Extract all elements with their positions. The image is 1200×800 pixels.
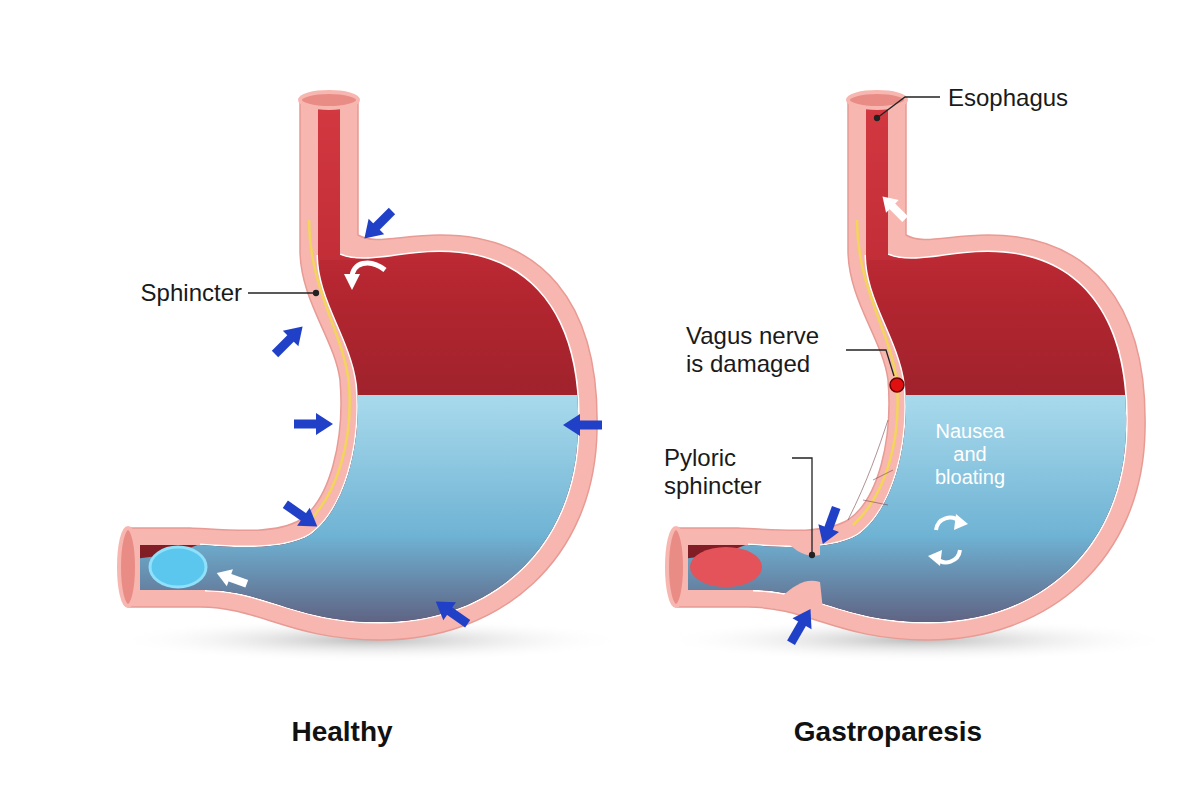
- reflux-arrow: [876, 190, 911, 225]
- part-label: Esophagus: [948, 84, 1108, 112]
- panel-caption: Gastroparesis: [738, 716, 1038, 748]
- part-label: Pyloric sphincter: [664, 444, 788, 499]
- food-bolus: [150, 547, 206, 587]
- leader-lines: [248, 97, 940, 558]
- contraction-arrow: [357, 203, 400, 246]
- panel-caption: Healthy: [192, 716, 492, 748]
- nerve-damage-dot: [890, 378, 904, 392]
- part-label: Sphincter: [118, 279, 242, 307]
- flow-arrow: [214, 564, 250, 592]
- symptom-label: Nausea and bloating: [920, 420, 1020, 489]
- contraction-arrow: [279, 495, 324, 535]
- contraction-arrow: [429, 592, 474, 632]
- constriction-arrow: [813, 504, 847, 548]
- part-label: Vagus nerve is damaged: [686, 322, 842, 377]
- healthy-stomach: [100, 90, 620, 650]
- nerve-branches: [848, 420, 893, 520]
- pylorus-pinch: [780, 581, 823, 610]
- flow-arrow: [344, 274, 360, 290]
- contraction-arrow: [267, 319, 310, 362]
- contraction-arrow: [563, 414, 602, 436]
- pylorus-pinch: [780, 530, 820, 556]
- gastroparesis-stomach: [648, 90, 1168, 650]
- duodenum-cavity: [690, 547, 762, 587]
- constriction-arrow: [781, 604, 820, 649]
- contraction-arrow: [294, 413, 333, 435]
